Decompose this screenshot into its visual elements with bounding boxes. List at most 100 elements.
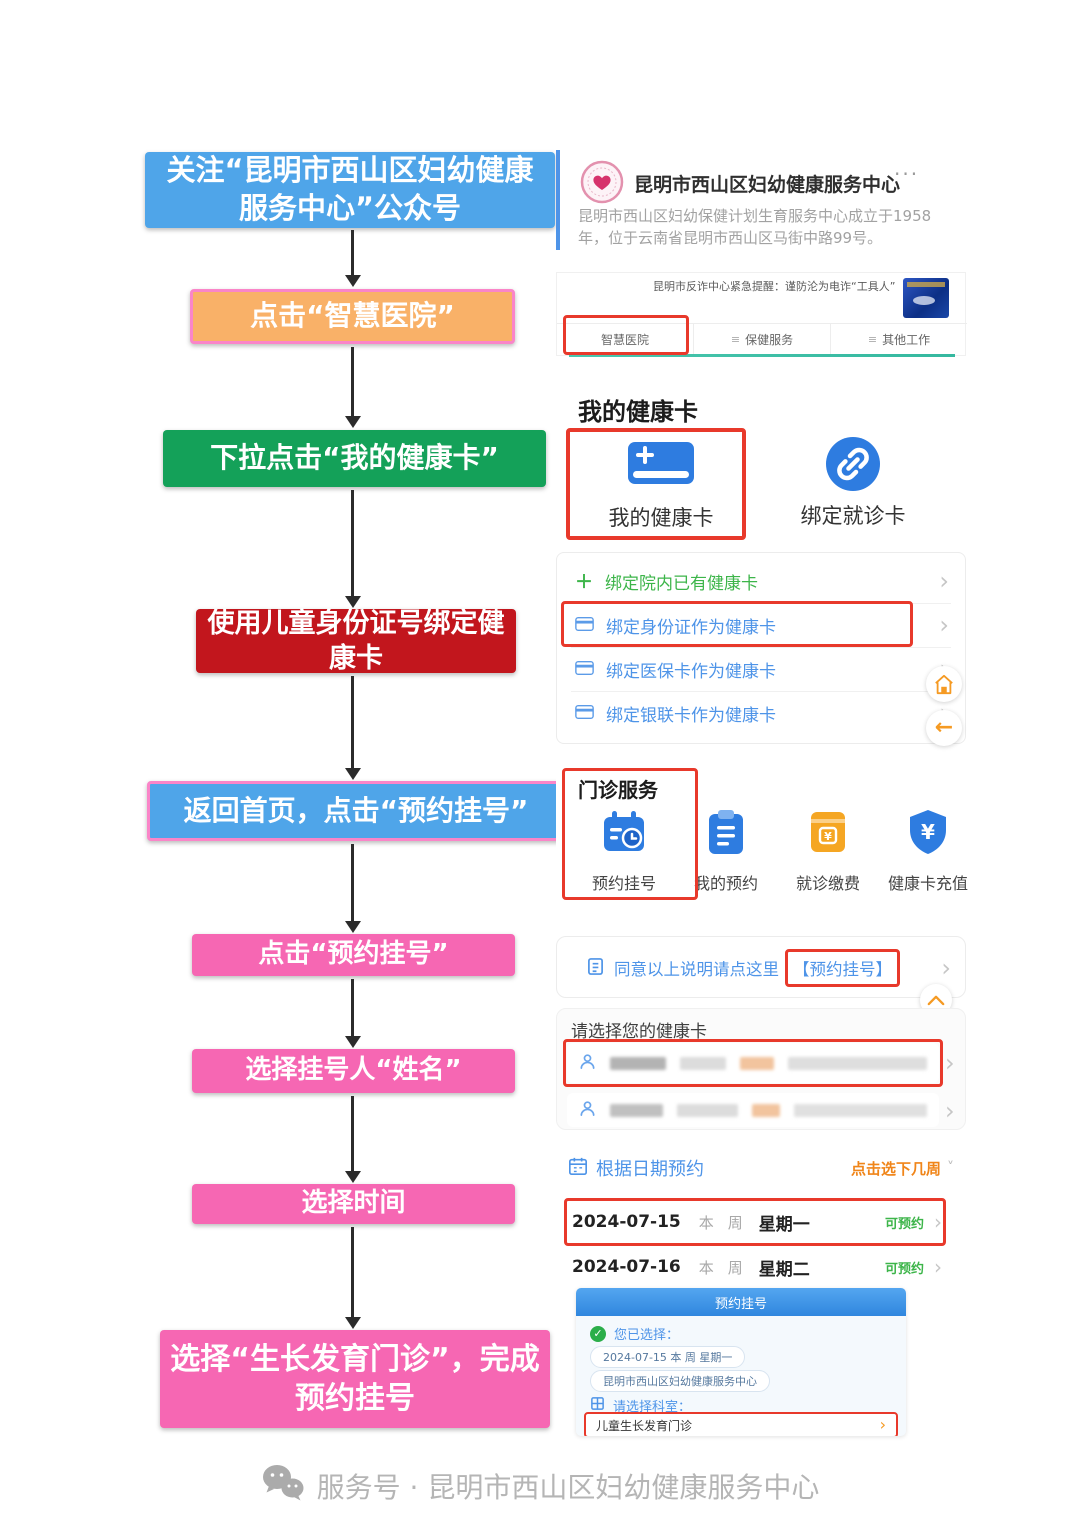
- flow-step-select-person: 选择挂号人“姓名”: [192, 1049, 515, 1093]
- redacted-text: [794, 1103, 928, 1117]
- article-title[interactable]: 昆明市反诈中心紧急提醒：谨防沦为电诈“工具人”: [653, 280, 896, 293]
- account-name: 昆明市西山区妇幼健康服务中心: [634, 174, 901, 196]
- wechat-icon: [261, 1462, 305, 1509]
- list-item-bind-unionpay-card[interactable]: 绑定银联卡作为健康卡 ›: [575, 693, 949, 733]
- link-icon: [825, 436, 881, 496]
- department-row[interactable]: 儿童生长发育门诊 ›: [584, 1412, 898, 1436]
- department-name: 儿童生长发育门诊: [596, 1418, 693, 1433]
- chevron-right-icon: ›: [879, 1415, 886, 1434]
- department-label: 请选择科室：: [613, 1400, 692, 1415]
- outpatient-services-screenshot: 门诊服务 预约挂号: [556, 764, 968, 906]
- list-item-label: 绑定银联卡作为健康卡: [606, 705, 776, 726]
- date-selection-screenshot: 根据日期预约 点击选下几周 ˅ 2024-07-15 本 周 星期一 可预约 ›…: [556, 1146, 966, 1284]
- official-account-card: 昆明市西山区妇幼健康服务中心 ··· 昆明市西山区妇幼保健计划生育服务中心成立于…: [556, 148, 966, 256]
- menu-icon: ≡: [867, 332, 878, 346]
- week-tag: 周: [727, 1258, 743, 1277]
- selected-label: 您已选择：: [614, 1328, 680, 1343]
- service-label: 就诊缴费: [795, 874, 860, 893]
- menu-icon: ≡: [730, 332, 741, 346]
- document-icon: [587, 957, 604, 980]
- flow-step-click-appointment: 点击“预约挂号”: [192, 934, 515, 976]
- redacted-text: [679, 1056, 727, 1070]
- account-description: 昆明市西山区妇幼保健计划生育服务中心成立于1958年，位于云南省昆明市西山区马街…: [578, 207, 932, 247]
- agree-text: 同意以上说明请点这里: [614, 960, 779, 979]
- status-available: 可预约: [884, 1216, 924, 1232]
- flow-step-follow-account: 关注“昆明市西山区妇幼健康服务中心”公众号: [145, 152, 555, 228]
- chevron-right-icon: ›: [934, 1255, 942, 1279]
- menu-tabs-screenshot: 昆明市反诈中心紧急提醒：谨防沦为电诈“工具人” 智慧医院 ≡ 保健服务 ≡ 其他…: [556, 272, 967, 357]
- date-row-1[interactable]: 2024-07-15 本 周 星期一 可预约 ›: [572, 1202, 942, 1242]
- chevron-right-icon: ›: [939, 611, 949, 639]
- flow-step-click-smart-hospital: 点击“智慧医院”: [190, 289, 515, 344]
- flow-arrow: [351, 844, 354, 922]
- confirm-title: 预约挂号: [714, 1296, 767, 1312]
- status-available: 可预约: [884, 1261, 924, 1277]
- tab-health-services[interactable]: ≡ 保健服务: [693, 324, 830, 354]
- flow-step-click-my-health-card: 下拉点击“我的健康卡”: [163, 430, 546, 487]
- date-value: 2024-07-15: [572, 1212, 681, 1232]
- redacted-text: [740, 1056, 774, 1070]
- article-thumbnail: [903, 278, 949, 318]
- health-card-row-2[interactable]: [567, 1093, 939, 1127]
- calendar-icon: [568, 1156, 588, 1180]
- appointment-link[interactable]: 【预约挂号】: [785, 949, 900, 987]
- flow-step-return-home: 返回首页，点击“预约挂号”: [147, 781, 565, 841]
- back-button[interactable]: ←: [926, 710, 962, 746]
- list-item-bind-id-card[interactable]: 绑定身份证作为健康卡 ›: [575, 605, 949, 645]
- service-label: 我的预约: [693, 874, 758, 893]
- flow-arrow: [351, 1227, 354, 1318]
- flow-arrow: [351, 347, 354, 417]
- card-icon: [575, 704, 594, 723]
- my-health-card-screenshot: 我的健康卡 我的健康卡: [556, 380, 966, 546]
- footer-text: 服务号 · 昆明市西山区妇幼健康服务中心: [316, 1470, 820, 1504]
- flow-arrow: [351, 1096, 354, 1172]
- home-button[interactable]: [926, 666, 962, 702]
- next-weeks-action[interactable]: 点击选下几周: [850, 1159, 941, 1178]
- service-card-recharge[interactable]: ¥ 健康卡充值: [878, 808, 978, 894]
- list-item-bind-insurance-card[interactable]: 绑定医保卡作为健康卡 ›: [575, 649, 949, 689]
- service-label: 预约挂号: [591, 874, 656, 893]
- service-appointment[interactable]: 预约挂号: [578, 808, 670, 894]
- week-tag: 周: [727, 1213, 743, 1232]
- section-title: 请选择您的健康卡: [571, 1022, 707, 1042]
- confirm-appointment-screenshot: 预约挂号 ✓ 您已选择： 2024-07-15 本 周 星期一 昆明市西山区妇幼…: [576, 1288, 906, 1436]
- menu-tab-bar: 智慧医院 ≡ 保健服务 ≡ 其他工作: [557, 323, 967, 354]
- flow-step-select-clinic: 选择“生长发育门诊”，完成预约挂号: [160, 1330, 550, 1428]
- service-my-appointments[interactable]: 我的预约: [680, 808, 772, 894]
- list-item-bind-existing[interactable]: ＋ 绑定院内已有健康卡 ›: [575, 561, 949, 601]
- clipboard-icon: [704, 808, 748, 860]
- chevron-right-icon: ›: [945, 1049, 955, 1077]
- my-health-card-entry[interactable]: 我的健康卡: [586, 438, 736, 532]
- entry-label: 绑定就诊卡: [800, 504, 906, 528]
- redacted-text: [787, 1056, 928, 1070]
- chevron-right-icon: ›: [939, 567, 949, 595]
- tab-other-work[interactable]: ≡ 其他工作: [830, 324, 967, 354]
- agree-appointment-card[interactable]: 同意以上说明请点这里 【预约挂号】 ›: [556, 936, 966, 998]
- section-title: 门诊服务: [578, 778, 658, 802]
- check-circle-icon: ✓: [590, 1325, 606, 1342]
- health-card-row-1[interactable]: [567, 1043, 939, 1083]
- week-tag: 本: [698, 1213, 714, 1232]
- calendar-clock-icon: [600, 808, 648, 860]
- redacted-name: [610, 1056, 666, 1070]
- date-row-2[interactable]: 2024-07-16 本 周 星期二 可预约 ›: [572, 1250, 942, 1284]
- service-pay-visit[interactable]: ¥ 就诊缴费: [782, 808, 874, 894]
- bind-visit-card-entry[interactable]: 绑定就诊卡: [778, 436, 928, 530]
- list-item-label: 绑定身份证作为健康卡: [606, 617, 776, 638]
- account-logo-icon: [580, 160, 624, 208]
- person-icon: [579, 1100, 596, 1121]
- select-health-card-screenshot: 请选择您的健康卡 › ›: [556, 1008, 966, 1130]
- redacted-name: [610, 1103, 664, 1117]
- card-icon: [575, 660, 594, 679]
- tab-smart-hospital[interactable]: 智慧医院: [557, 324, 693, 354]
- flow-step-select-time: 选择时间: [192, 1184, 515, 1224]
- footer: 服务号 · 昆明市西山区妇幼健康服务中心: [0, 1462, 1080, 1509]
- flow-arrow: [351, 230, 354, 276]
- more-menu-icon[interactable]: ···: [894, 162, 920, 186]
- svg-text:¥: ¥: [921, 820, 935, 844]
- section-title: 我的健康卡: [578, 398, 698, 426]
- confirm-header-bar: 预约挂号: [576, 1288, 906, 1316]
- date-value: 2024-07-16: [572, 1257, 681, 1277]
- back-arrow-icon: ←: [934, 715, 954, 740]
